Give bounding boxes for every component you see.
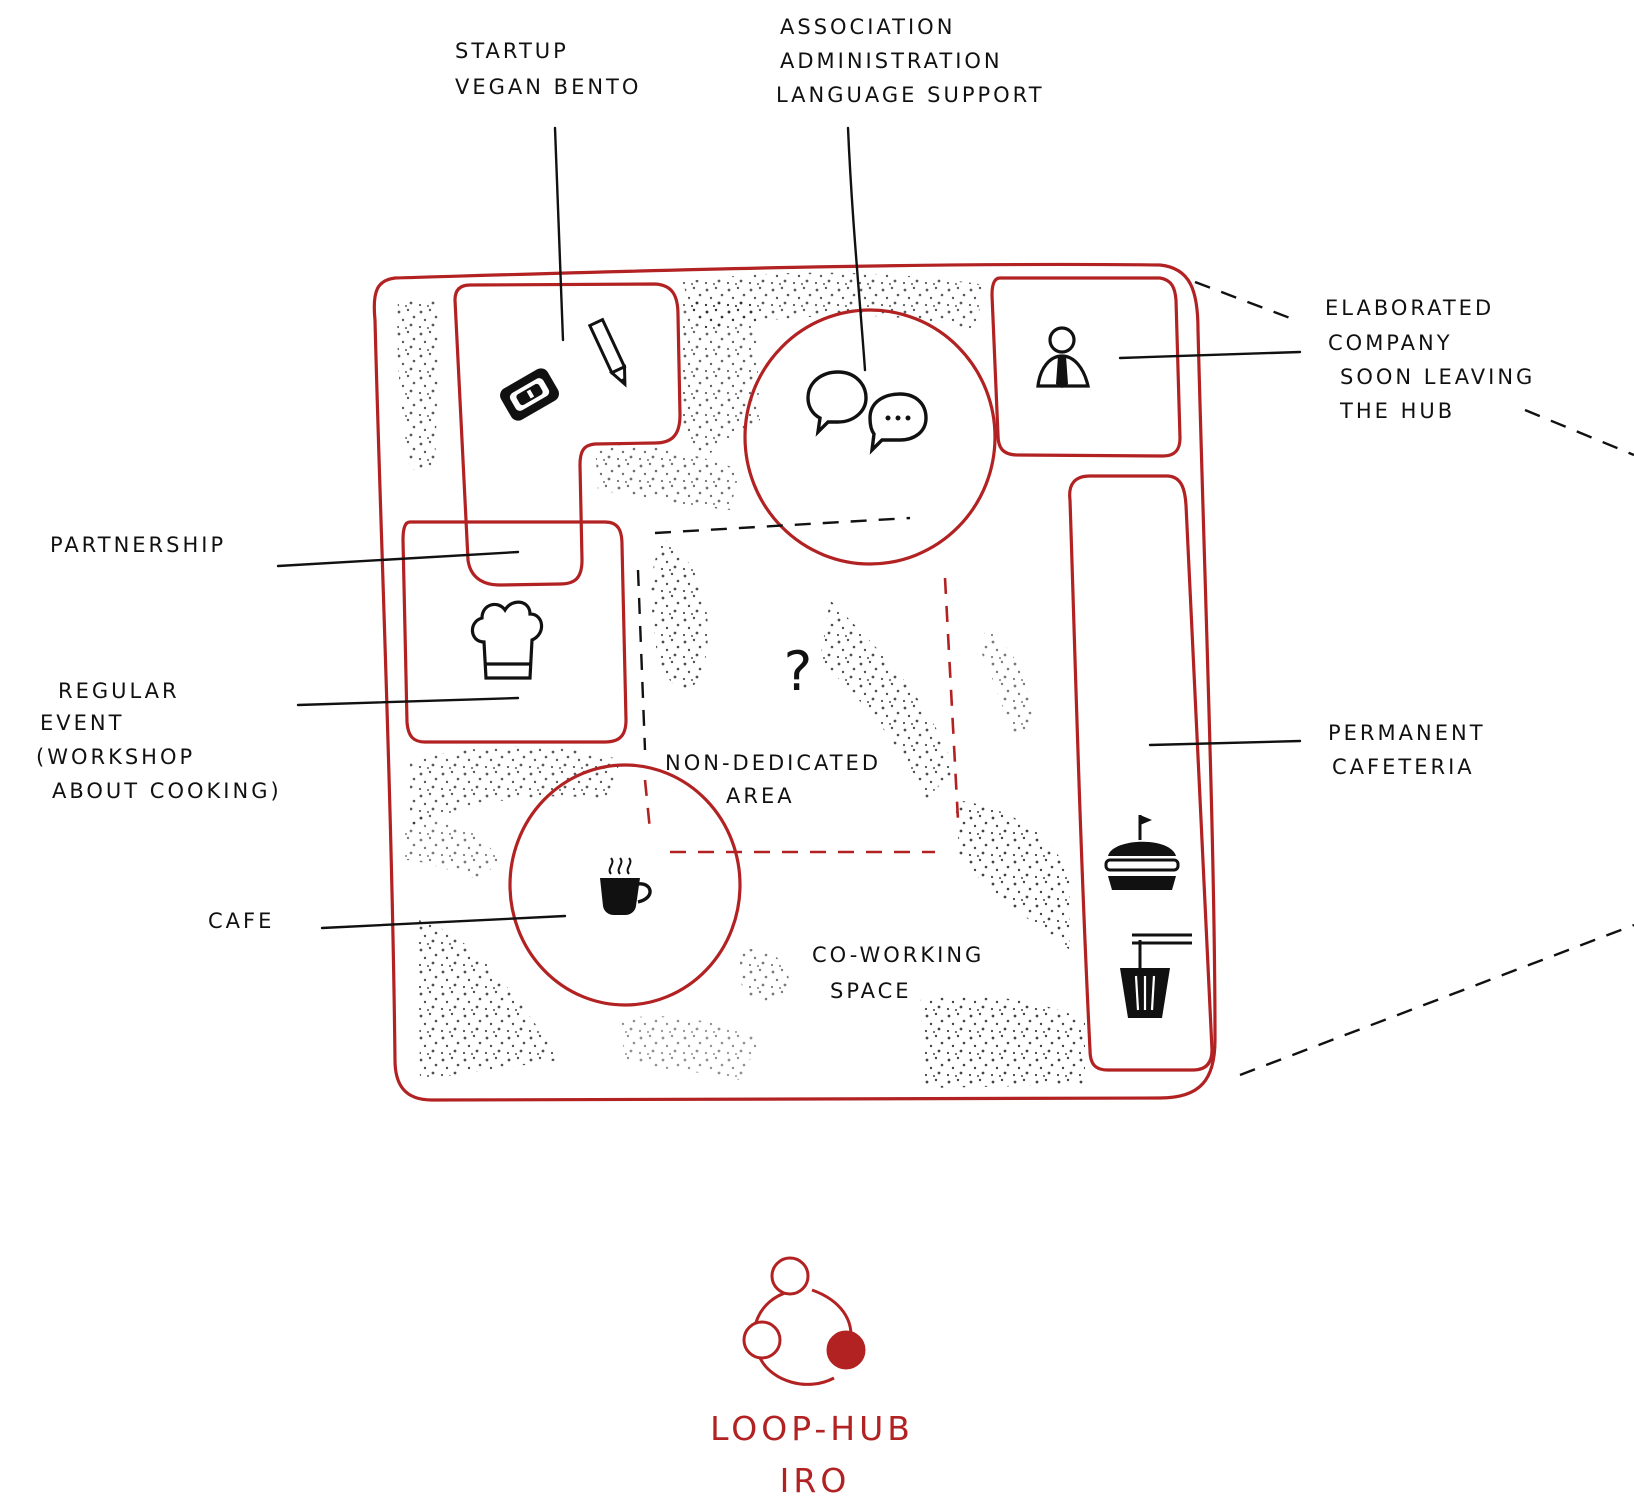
brand-name: LOOP-HUB [710,1409,914,1448]
brand-sub: IRO [780,1461,851,1500]
label-non-dedicated-area: NON-DEDICATED AREA [665,751,881,808]
label-cafeteria-line: PERMANENT [1328,721,1486,745]
label-cafeteria: PERMANENT CAFETERIA [1328,721,1486,779]
chef-hat-icon [470,600,544,680]
label-partnership: PARTNERSHIP [50,533,226,557]
label-partnership-line: PARTNERSHIP [50,533,226,557]
coffee-cup-icon [600,857,652,915]
label-elaborated-line: COMPANY [1328,331,1453,355]
sandwich-icon [1104,815,1180,890]
cafeteria-zone [1068,474,1214,1072]
label-startup-line: STARTUP [455,39,569,63]
leader-lines [276,126,1302,930]
label-regular-event-line: ABOUT COOKING) [52,779,282,803]
label-cafe: CAFE [208,909,274,933]
label-coworking-space: CO-WORKING SPACE [812,943,984,1003]
stipple-texture [397,272,1085,1088]
non-dedicated-area-boundary [636,516,960,854]
label-regular-event-line: REGULAR [58,679,180,703]
loop-hub-logo-icon [742,1256,866,1386]
label-cafe-line: CAFE [208,909,274,933]
bento-box-icon [500,368,559,421]
event-zone [401,520,628,744]
label-association: ASSOCIATION ADMINISTRATION LANGUAGE SUPP… [776,15,1045,107]
label-cafeteria-line: CAFETERIA [1332,755,1475,779]
label-startup-line: VEGAN BENTO [455,75,641,99]
label-association-line: ASSOCIATION [780,15,955,39]
label-non-dedicated-line: NON-DEDICATED [665,751,881,775]
speech-bubbles-icon [806,370,928,455]
association-zone [743,308,997,566]
cafe-zone [508,763,742,1007]
callout-lines [1194,280,1634,1077]
question-mark: ? [784,640,813,703]
pencil-icon [587,317,627,388]
startup-zone [453,282,682,587]
label-elaborated-line: ELABORATED [1325,296,1494,320]
label-elaborated-line: SOON LEAVING [1340,365,1535,389]
label-non-dedicated-line: AREA [726,784,795,808]
label-coworking-line: CO-WORKING [812,943,984,967]
label-elaborated-company: ELABORATED COMPANY SOON LEAVING THE HUB [1325,296,1535,423]
label-regular-event-line: (WORKSHOP [36,745,195,769]
label-association-line: LANGUAGE SUPPORT [776,83,1045,107]
building-outline [372,262,1217,1102]
label-coworking-line: SPACE [830,979,912,1003]
label-regular-event-line: EVENT [40,711,124,735]
elaborated-company-zone [990,276,1182,458]
label-association-line: ADMINISTRATION [780,49,1003,73]
label-startup: STARTUP VEGAN BENTO [455,39,641,99]
person-with-tie-icon [1036,326,1090,388]
label-regular-event: REGULAR EVENT (WORKSHOP ABOUT COOKING) [36,679,282,803]
label-elaborated-line: THE HUB [1339,399,1455,423]
drink-cup-icon [1120,933,1192,1018]
